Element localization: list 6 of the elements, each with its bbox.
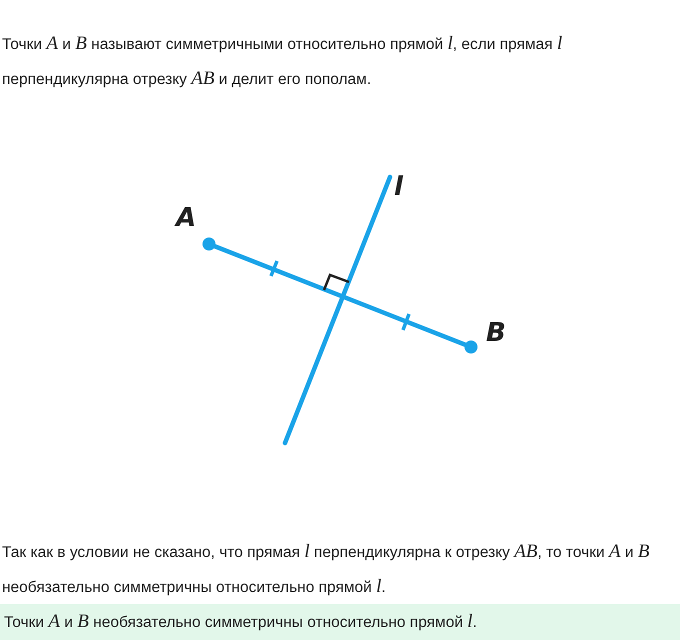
answer-box: Точки A и B необязательно симметричны относительно прямой l. [0, 604, 680, 640]
point-label: B [486, 318, 506, 348]
point-label: A [176, 203, 196, 233]
line-label: l [394, 172, 403, 202]
definition-paragraph: Точки A и B называют симметричными относительно прямой l, если прямая l перпендикулярна отрезку AB и делит его пополам. [2, 32, 564, 91]
explanation-paragraph: Так как в условии не сказано, что прямая l перпендикулярна к отрезку AB, то точки A и B необязательно симметричны относительно прямой l. [2, 540, 650, 599]
